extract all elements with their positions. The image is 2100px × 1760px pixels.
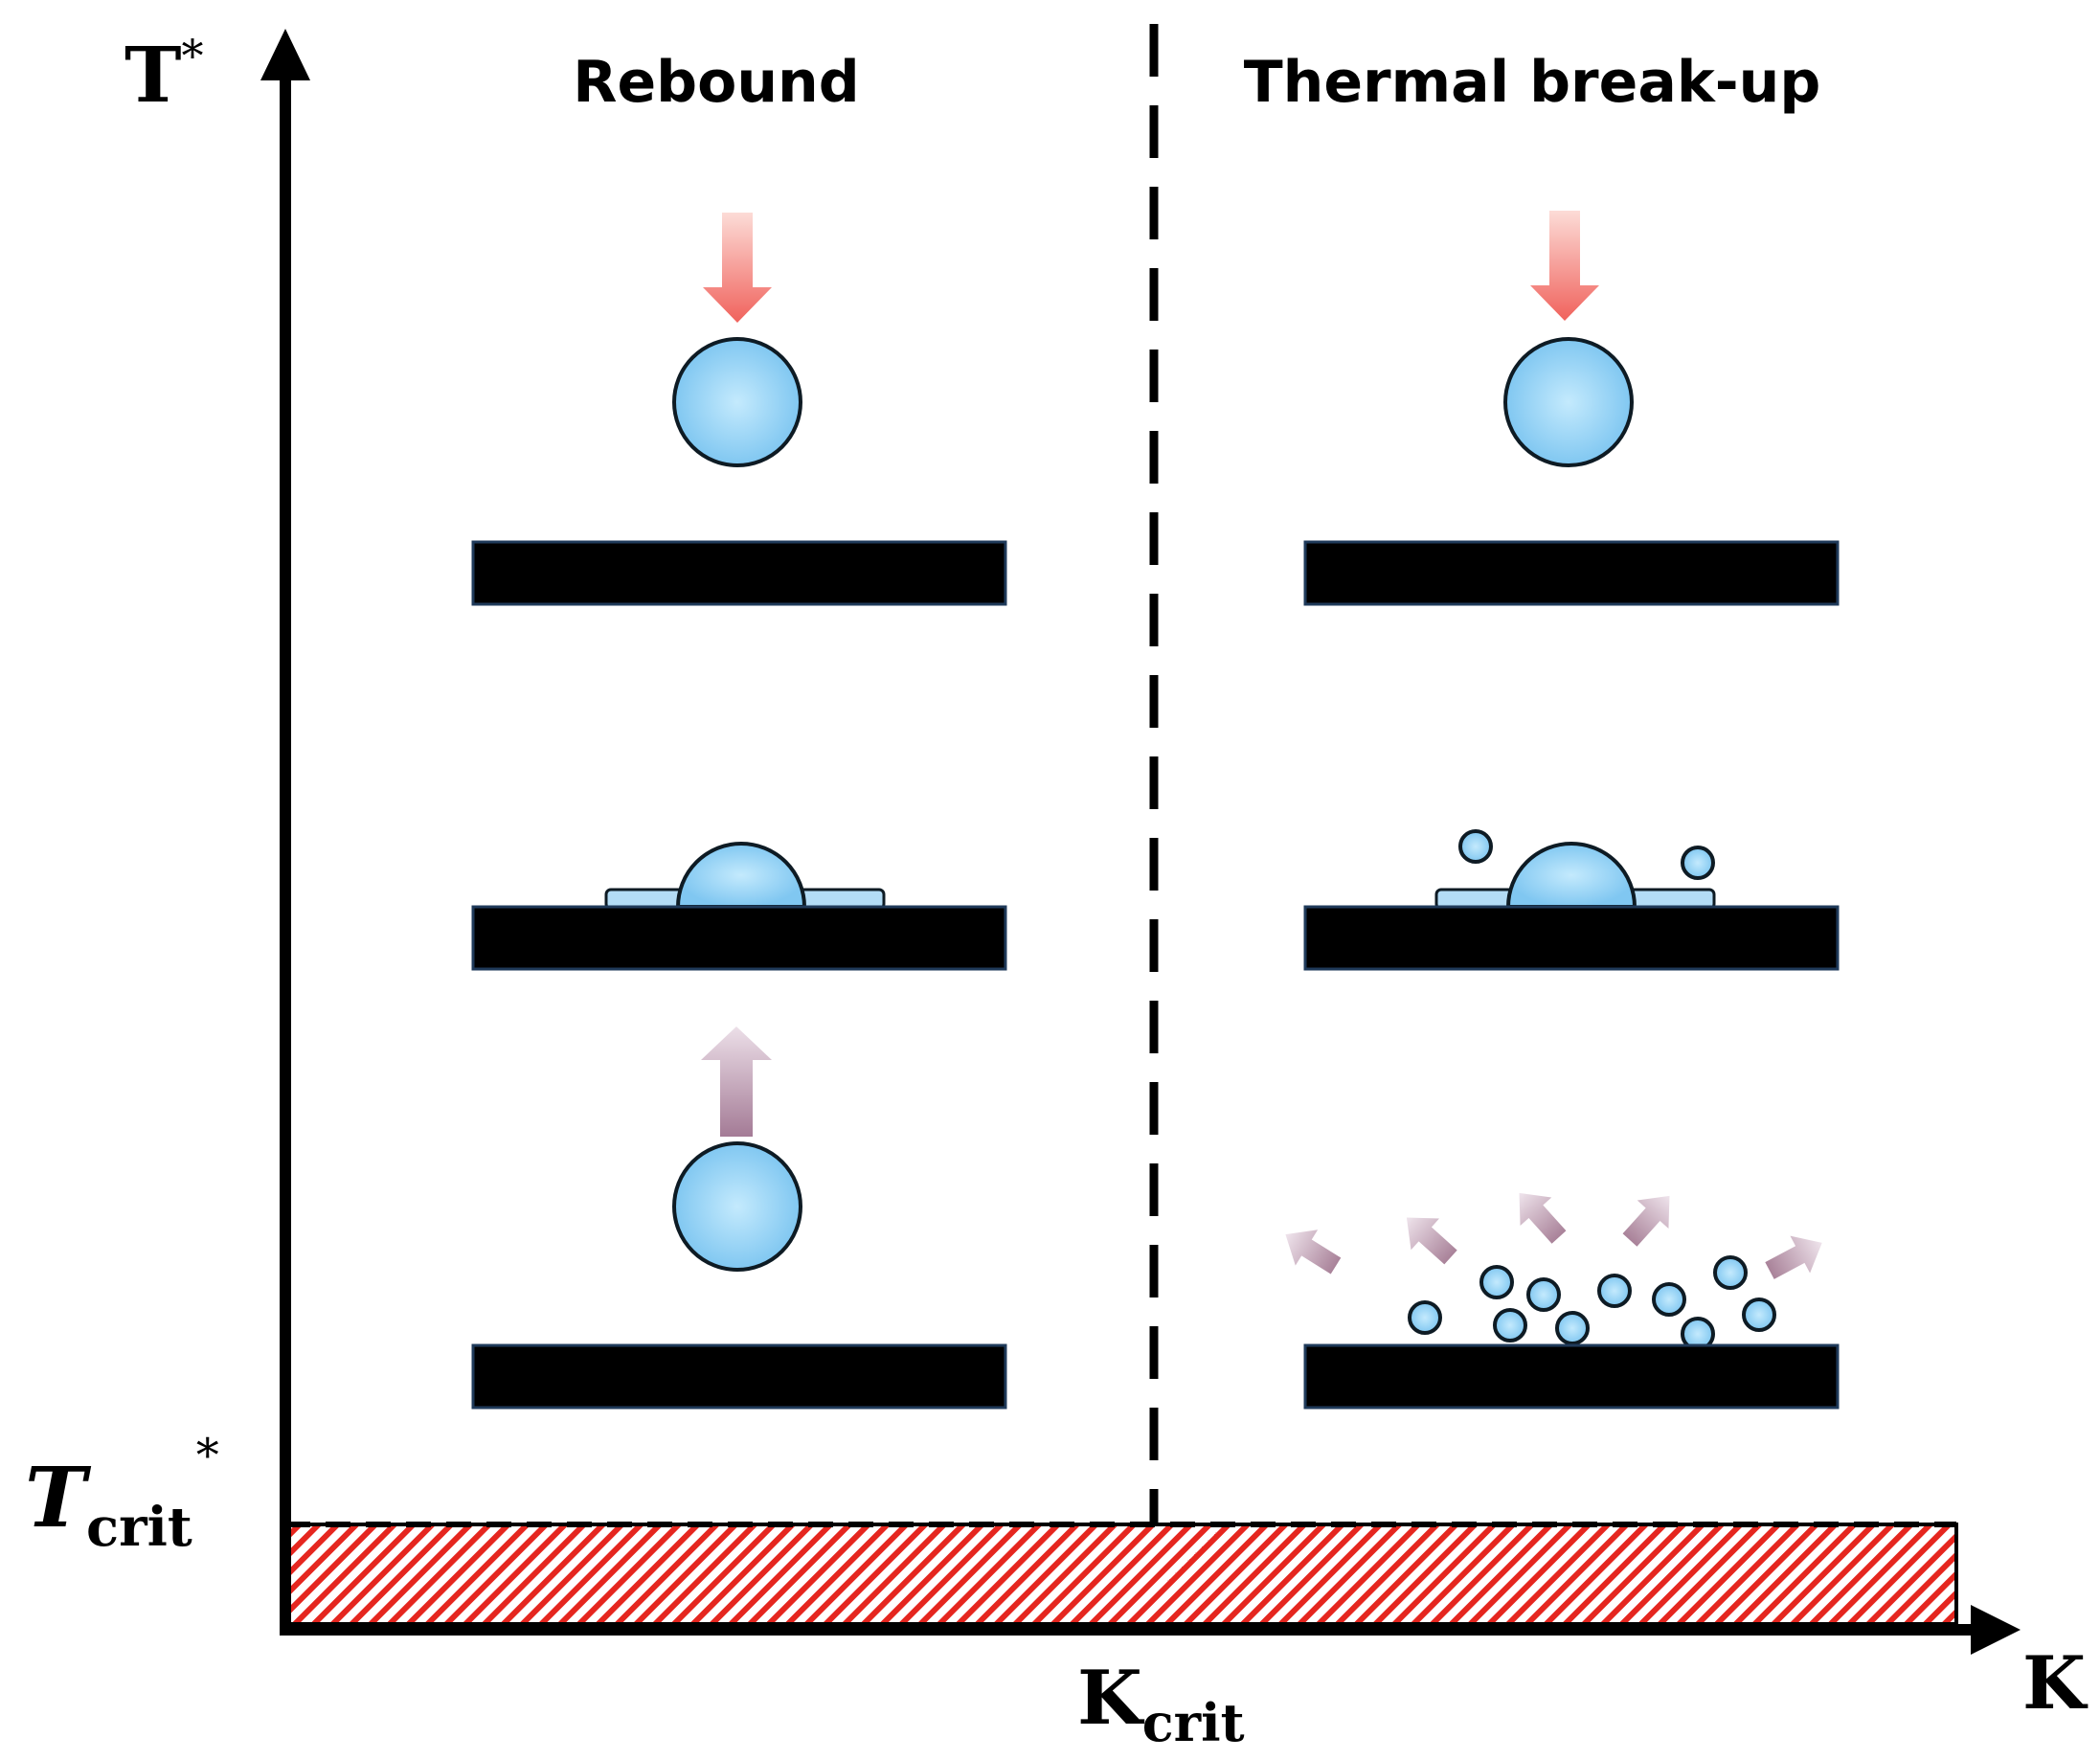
- breakup-droplets: [1408, 1255, 1776, 1351]
- rebound-title: Rebound: [573, 49, 859, 116]
- satellite-droplet: [1458, 829, 1493, 864]
- impact-arrow: [1530, 211, 1599, 321]
- rebound-arrow: [701, 1027, 772, 1137]
- scatter-arrows: [1285, 1192, 1822, 1279]
- impact-arrow: [703, 213, 772, 323]
- droplet: [1503, 337, 1634, 467]
- critical-k-label: Kcrit: [1077, 1655, 1245, 1753]
- y-axis-arrowhead: [260, 29, 310, 80]
- y-axis-label: T*: [124, 30, 204, 120]
- critical-temperature-label: Tcrit*: [25, 1429, 219, 1559]
- spread-droplet: [1505, 842, 1637, 909]
- hot-surface: [1303, 540, 1840, 606]
- hot-surface: [471, 540, 1007, 606]
- spread-droplet: [675, 842, 807, 909]
- thermal-breakup-title: Thermal break-up: [1244, 49, 1821, 116]
- hot-surface: [471, 1343, 1007, 1410]
- hot-surface: [471, 905, 1007, 971]
- satellite-droplet: [1681, 846, 1715, 880]
- x-axis-arrowhead: [1971, 1605, 2021, 1655]
- hot-surface: [1303, 905, 1840, 971]
- x-axis-label: K: [2022, 1640, 2089, 1726]
- hot-surface: [1303, 1343, 1840, 1410]
- droplet: [672, 1141, 802, 1272]
- droplet: [672, 337, 802, 467]
- critical-temperature-band: [283, 1523, 1958, 1626]
